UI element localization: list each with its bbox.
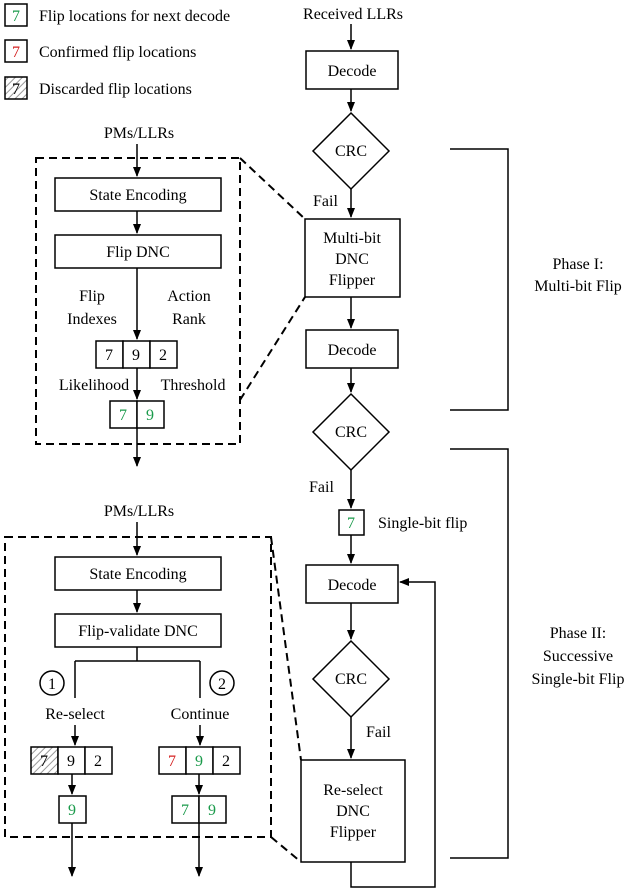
detail1-dashed-frame — [35, 157, 241, 445]
branch1-index-digit: 2 — [94, 753, 102, 770]
singlebit-flip-box — [338, 509, 365, 536]
branch2-index-digit: 9 — [195, 753, 203, 770]
phase1-bracket — [450, 148, 509, 411]
detail1-selected-digit: 9 — [146, 407, 154, 424]
detail1-likelihood-label: Likelihood — [59, 377, 129, 394]
zoom-line — [239, 296, 306, 401]
crc-label-3: CRC — [335, 671, 367, 688]
detail1-threshold-label: Threshold — [161, 377, 226, 394]
detail1-selected-cell — [109, 400, 138, 429]
detail2-state-encoding-box — [54, 556, 222, 591]
phase2-title: Phase II: — [550, 625, 606, 642]
fail-label-1: Fail — [313, 193, 338, 210]
phase2-line-3: Single-bit Flip — [532, 671, 625, 688]
legend-next-swatch — [4, 3, 28, 27]
fail-label-2: Fail — [309, 479, 334, 496]
legend-confirmed-digit: 7 — [12, 44, 20, 61]
singlebit-flip-digit: 7 — [347, 515, 355, 532]
detail1-state-encoding-box — [54, 177, 222, 212]
branch1-label: Re-select — [45, 706, 105, 723]
detail2-input-label: PMs/LLRs — [104, 503, 174, 520]
main-flow: Received LLRs Decode CRC Fail Multi-bit … — [300, 6, 467, 888]
legend-confirmed-swatch — [4, 39, 28, 63]
phase1-subtitle: Multi-bit Flip — [534, 278, 622, 295]
branch1-index-cell — [84, 746, 113, 775]
detail2-dnc-label: Flip-validate DNC — [78, 623, 198, 640]
detail1-flip-indexes-line-2: Indexes — [67, 311, 117, 328]
detail2-state-encoding-label: State Encoding — [89, 566, 186, 583]
branch2-index-cell — [212, 746, 241, 775]
legend-discarded-digit: 7 — [12, 81, 20, 98]
reselect-flipper-box — [300, 759, 406, 863]
detail1-index-digit: 2 — [159, 347, 167, 364]
received-llrs-label: Received LLRs — [303, 6, 403, 23]
zoom-line — [270, 536, 302, 761]
phase2-line-2: Successive — [543, 648, 613, 665]
branch2-result-digit: 7 — [181, 802, 189, 819]
decode-box-1 — [305, 50, 399, 90]
detail2-dashed-frame — [4, 536, 272, 838]
detail1-index-cell — [149, 340, 178, 369]
detail1-selected-digit: 7 — [119, 407, 127, 424]
branch2-result-digit: 9 — [208, 802, 216, 819]
zoom-line — [239, 157, 306, 220]
detail1-selected-cell — [136, 400, 165, 429]
crc-label-2: CRC — [335, 424, 367, 441]
reselect-flipper-line-2: DNC — [336, 803, 370, 820]
detail1-action-rank-line-2: Rank — [172, 311, 206, 328]
branch2-number-circle — [209, 670, 235, 696]
phase-annotations: Phase I: Multi-bit Flip Phase II: Succes… — [450, 148, 625, 859]
detail1-flip-indexes-line-1: Flip — [79, 288, 105, 305]
branch1-index-digit: 9 — [67, 753, 75, 770]
branch1-number: 1 — [48, 676, 56, 693]
crc-label-1: CRC — [335, 143, 367, 160]
legend-discarded-label: Discarded flip locations — [39, 81, 192, 98]
detail-flip-dnc: PMs/LLRs State Encoding Flip DNC Flip In… — [35, 125, 306, 467]
branch1-number-circle — [39, 670, 65, 696]
phase1-title: Phase I: — [552, 256, 603, 273]
branch2-result-cell — [198, 795, 227, 824]
zoom-line — [270, 836, 302, 863]
detail2-dnc-box — [54, 613, 222, 648]
legend-next-label: Flip locations for next decode — [39, 8, 230, 25]
decode-box-2 — [305, 329, 399, 369]
legend-confirmed-label: Confirmed flip locations — [39, 44, 196, 61]
decode-box-3 — [305, 564, 399, 604]
fail-label-3: Fail — [366, 724, 391, 741]
phase2-bracket — [450, 448, 509, 859]
feedback-loop-arrow — [350, 578, 436, 888]
legend: 7 Flip locations for next decode 7 Confi… — [4, 3, 230, 100]
detail1-index-digit: 7 — [105, 347, 113, 364]
detail1-index-digit: 9 — [132, 347, 140, 364]
multibit-flipper-box — [304, 218, 401, 298]
branch1-result-digit: 9 — [68, 802, 76, 819]
detail1-dnc-box — [54, 234, 222, 269]
multibit-flipper-line-1: Multi-bit — [323, 230, 381, 247]
detail-flip-validate-dnc: PMs/LLRs State Encoding Flip-validate DN… — [4, 503, 302, 877]
branch1-index-digit: 7 — [40, 753, 48, 770]
decode-label-3: Decode — [328, 577, 377, 594]
detail1-dnc-label: Flip DNC — [106, 244, 170, 261]
branch2-index-cell — [185, 746, 214, 775]
branch2-number: 2 — [218, 676, 226, 693]
singlebit-flip-label: Single-bit flip — [378, 515, 467, 532]
reselect-flipper-line-1: Re-select — [323, 782, 383, 799]
detail1-action-rank-line-1: Action — [167, 288, 211, 305]
legend-discarded-swatch — [4, 76, 28, 100]
detail1-state-encoding-label: State Encoding — [89, 187, 186, 204]
legend-next-digit: 7 — [12, 8, 20, 25]
detail1-input-label: PMs/LLRs — [104, 125, 174, 142]
branch2-index-digit: 2 — [222, 753, 230, 770]
branch1-index-cell-discarded — [30, 746, 59, 775]
reselect-flipper-line-3: Flipper — [330, 824, 377, 841]
multibit-flipper-line-3: Flipper — [329, 272, 376, 289]
decode-label-2: Decode — [328, 342, 377, 359]
multibit-flipper-line-2: DNC — [335, 251, 369, 268]
branch2-label: Continue — [171, 706, 230, 723]
decode-label-1: Decode — [328, 63, 377, 80]
branch2-index-digit: 7 — [168, 753, 176, 770]
